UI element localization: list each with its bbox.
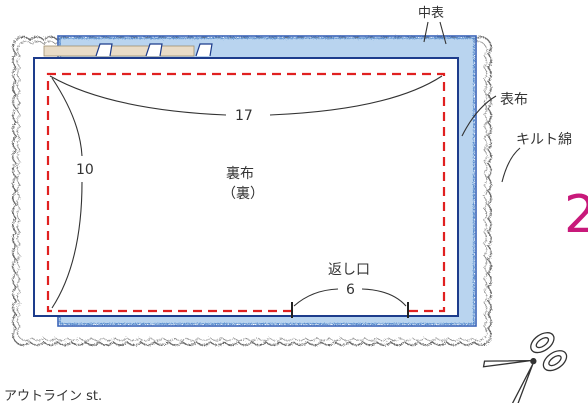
layer-tab-2 bbox=[145, 43, 163, 57]
label-kaeshiguchi: 返し口 bbox=[328, 262, 370, 278]
dimension-width: 17 bbox=[235, 108, 253, 124]
scissors-icon bbox=[482, 332, 568, 403]
quilt-wata-leader bbox=[501, 147, 521, 183]
height-arc-top bbox=[51, 77, 83, 157]
layer-tab-3 bbox=[195, 43, 213, 57]
naka-omote-leader bbox=[423, 21, 429, 43]
dimension-opening: 6 bbox=[346, 282, 355, 298]
dimension-height: 10 bbox=[76, 162, 94, 178]
step-number: 2 bbox=[564, 185, 588, 245]
label-ura-nuno: 裏布 bbox=[226, 165, 254, 182]
label-naka-omote: 中表 bbox=[418, 6, 444, 21]
label-ura-side: （裏） bbox=[222, 185, 264, 202]
width-arc-left bbox=[49, 75, 227, 116]
lining-fabric bbox=[33, 57, 459, 317]
stitch-line bbox=[46, 72, 446, 313]
layer-edges bbox=[43, 43, 213, 57]
opening-arc-right bbox=[361, 288, 407, 307]
dimension-lines bbox=[49, 75, 443, 309]
height-arc-bottom bbox=[51, 181, 83, 309]
naka-omote-leader-2 bbox=[439, 21, 447, 45]
layer-tab-1 bbox=[95, 43, 113, 57]
label-omote-nuno: 表布 bbox=[500, 92, 528, 108]
label-quilt-wata: キルト綿 bbox=[516, 132, 572, 148]
omote-nuno-leader bbox=[461, 95, 497, 137]
layer-edge-strip bbox=[43, 45, 195, 57]
opening-arc-left bbox=[293, 288, 339, 307]
width-arc-right bbox=[269, 75, 443, 116]
label-stitch-note: アウトライン st. bbox=[4, 389, 102, 403]
leader-lines bbox=[423, 21, 521, 183]
